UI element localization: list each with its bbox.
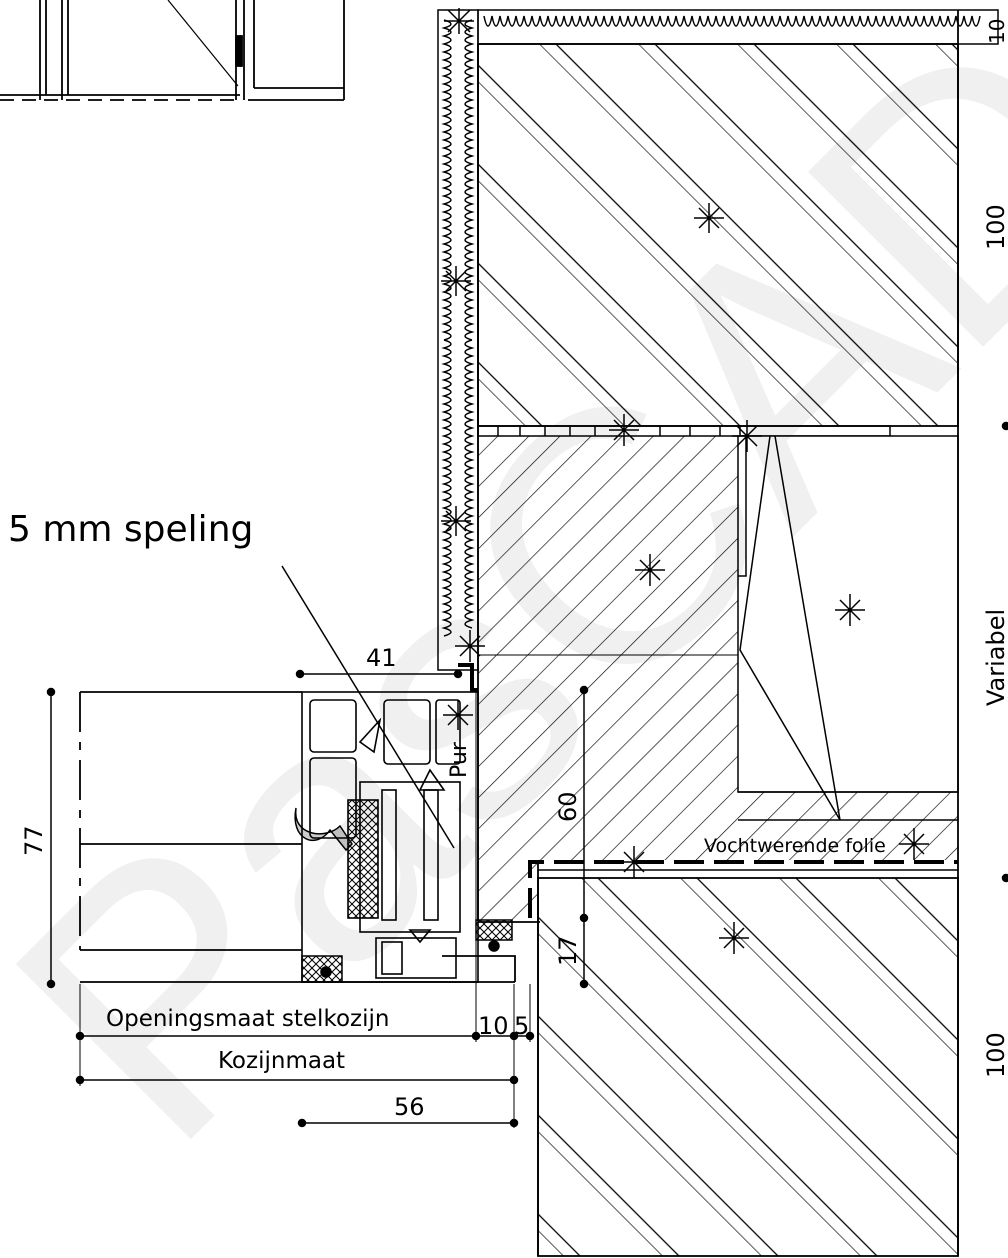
dimension-56: 56 — [394, 1093, 425, 1121]
dimension-17: 17 — [554, 935, 582, 966]
clearance-leader — [281, 565, 455, 849]
frame-sill — [79, 691, 516, 983]
dimension-10-corner: 10 — [985, 19, 1008, 44]
lower-masonry-block — [537, 877, 959, 1257]
moisture-membrane — [458, 663, 958, 918]
dimension-100-bottom: 100 — [982, 1032, 1008, 1078]
glazing-strip — [347, 799, 379, 919]
pur-label: Pur — [447, 741, 472, 778]
dimension-100-top: 100 — [982, 204, 1008, 250]
dimension-60: 60 — [554, 791, 582, 822]
frame-gaskets — [294, 807, 513, 983]
fixing-markers — [441, 8, 929, 954]
moisture-foil-label: Vochtwerende folie — [704, 835, 886, 857]
dimension-lines — [46, 421, 1008, 1128]
dimension-41: 41 — [366, 644, 397, 672]
dimension-10: 10 — [478, 1012, 509, 1040]
clearance-label: 5 mm speling — [8, 509, 253, 550]
dimension-77: 77 — [20, 825, 48, 856]
cavity-insulation-zone — [737, 435, 959, 821]
opening-dimension-label: Openingsmaat stelkozijn — [106, 1006, 389, 1032]
frame-dimension-label: Kozijnmaat — [218, 1048, 345, 1074]
variable-label: Variabel — [982, 609, 1008, 706]
elevation-frame-fragment — [0, 0, 345, 101]
dimension-5: 5 — [514, 1012, 529, 1040]
